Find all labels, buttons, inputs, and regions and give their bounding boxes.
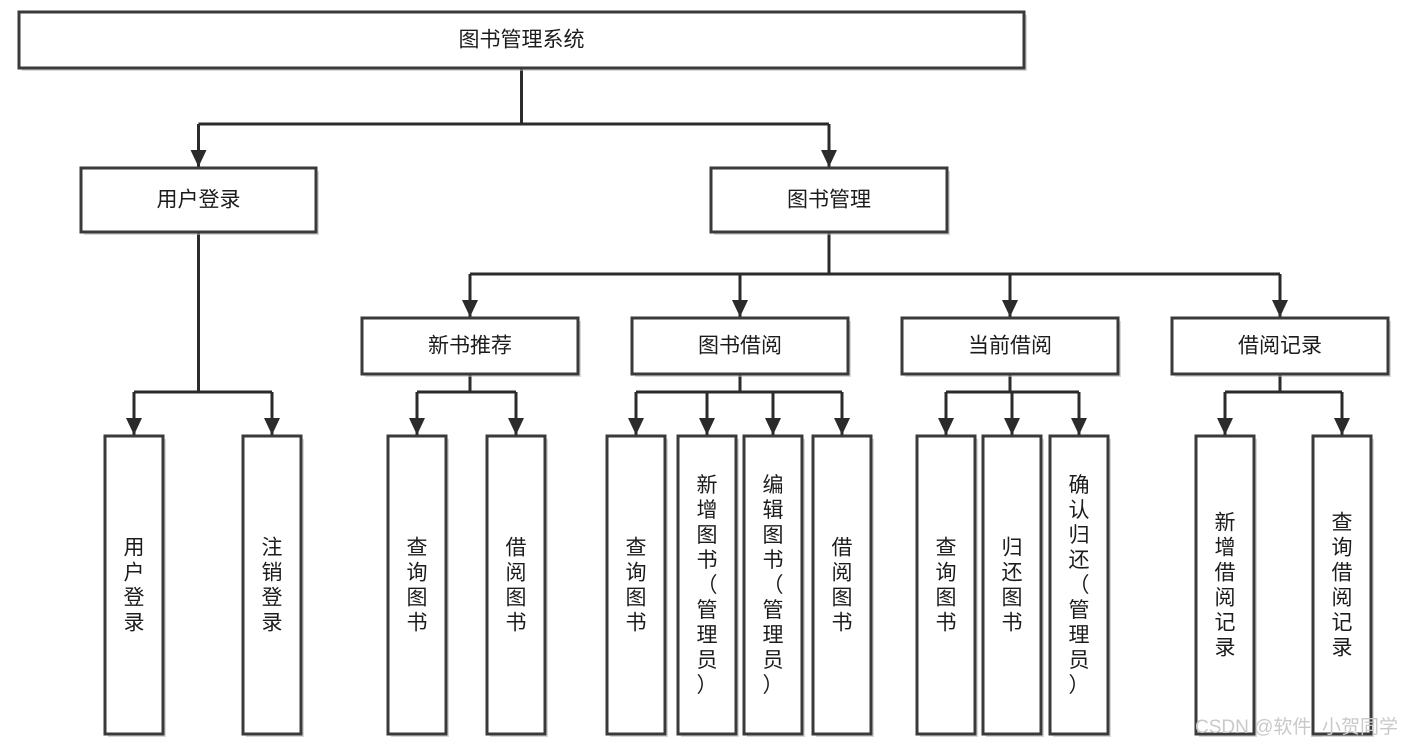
arrowhead-leaf-rec-query-book	[409, 418, 425, 435]
node-box	[360, 316, 580, 376]
node-label: 新增图书（管理员）	[697, 474, 718, 697]
arrowhead-leaf-br-add-record	[1217, 418, 1233, 435]
node-label: 编辑图书（管理员）	[763, 474, 784, 697]
node-layer: 图书管理系统用户登录图书管理新书推荐图书借阅当前借阅借阅记录用户登录注销登录查询…	[17, 10, 1391, 737]
node-label: 当前借阅	[968, 335, 1052, 358]
node-box	[981, 434, 1043, 736]
node-current-borrow[interactable]: 当前借阅	[900, 316, 1121, 377]
arrowhead-leaf-br-query-record	[1334, 418, 1350, 435]
node-label: 注销登录	[262, 537, 283, 635]
node-box	[1170, 316, 1390, 376]
node-leaf-cb-confirm-return[interactable]: 确认归还（管理员）	[1048, 434, 1111, 737]
node-label: 借阅图书	[506, 537, 527, 635]
node-leaf-rec-borrow-book[interactable]: 借阅图书	[485, 434, 548, 737]
arrowhead-current-borrow	[1002, 300, 1018, 317]
node-leaf-cb-query-book[interactable]: 查询图书	[915, 434, 978, 737]
node-leaf-bb-add-book[interactable]: 新增图书（管理员）	[676, 434, 739, 737]
arrowhead-leaf-bb-query-book	[628, 418, 644, 435]
node-box	[1194, 434, 1256, 736]
node-box	[17, 10, 1026, 70]
node-leaf-user-login[interactable]: 用户登录	[103, 434, 166, 737]
node-box	[811, 434, 873, 736]
arrowhead-leaf-rec-borrow-book	[508, 418, 524, 435]
node-box	[676, 434, 738, 736]
node-leaf-bb-query-book[interactable]: 查询图书	[605, 434, 668, 737]
node-box	[742, 434, 804, 736]
node-label: 查询借阅记录	[1332, 512, 1353, 660]
arrowhead-user-login	[190, 150, 207, 167]
node-label: 借阅图书	[832, 537, 853, 635]
node-box	[709, 166, 949, 234]
node-box	[485, 434, 547, 736]
node-user-login[interactable]: 用户登录	[79, 166, 319, 235]
node-book-borrow[interactable]: 图书借阅	[630, 316, 851, 377]
node-leaf-br-query-record[interactable]: 查询借阅记录	[1311, 434, 1374, 737]
node-leaf-br-add-record[interactable]: 新增借阅记录	[1194, 434, 1257, 737]
node-label: 新增借阅记录	[1215, 512, 1236, 660]
node-box	[605, 434, 667, 736]
arrowhead-leaf-user-logout	[264, 418, 280, 435]
node-label: 归还图书	[1002, 537, 1023, 635]
arrowhead-leaf-bb-edit-book	[765, 418, 781, 435]
connector-layer	[126, 68, 1350, 435]
arrowhead-leaf-cb-confirm-return	[1071, 418, 1087, 435]
node-new-book-rec[interactable]: 新书推荐	[360, 316, 581, 377]
node-label: 图书借阅	[698, 335, 782, 358]
node-label: 查询图书	[936, 537, 957, 635]
node-label: 图书管理系统	[459, 29, 585, 52]
node-borrow-record[interactable]: 借阅记录	[1170, 316, 1391, 377]
node-leaf-rec-query-book[interactable]: 查询图书	[386, 434, 449, 737]
node-leaf-user-logout[interactable]: 注销登录	[241, 434, 304, 737]
arrowhead-borrow-record	[1272, 300, 1288, 317]
node-leaf-bb-borrow-book[interactable]: 借阅图书	[811, 434, 874, 737]
arrowhead-leaf-bb-borrow-book	[834, 418, 850, 435]
node-box	[1311, 434, 1373, 736]
arrowhead-leaf-cb-return-book	[1004, 418, 1020, 435]
node-label: 图书管理	[787, 189, 871, 212]
watermark-label: CSDN @软件_小贺同学	[1195, 716, 1398, 738]
node-leaf-bb-edit-book[interactable]: 编辑图书（管理员）	[742, 434, 805, 737]
node-book-manage[interactable]: 图书管理	[709, 166, 950, 235]
node-label: 借阅记录	[1238, 335, 1322, 358]
node-leaf-cb-return-book[interactable]: 归还图书	[981, 434, 1044, 737]
arrowhead-leaf-cb-query-book	[938, 418, 954, 435]
node-box	[386, 434, 448, 736]
node-root[interactable]: 图书管理系统	[17, 10, 1027, 71]
arrowhead-new-book-rec	[462, 300, 478, 317]
node-label: 新书推荐	[428, 335, 512, 358]
node-label: 确认归还（管理员）	[1069, 474, 1090, 697]
node-box	[1048, 434, 1110, 736]
node-box	[241, 434, 303, 736]
arrowhead-book-manage	[821, 150, 837, 167]
node-label: 用户登录	[124, 537, 145, 635]
arrowhead-leaf-bb-add-book	[699, 418, 715, 435]
node-label: 用户登录	[157, 189, 241, 212]
node-box	[900, 316, 1120, 376]
arrowhead-leaf-user-login	[126, 418, 142, 435]
node-label: 查询图书	[626, 537, 647, 635]
node-box	[79, 166, 318, 234]
node-label: 查询图书	[407, 537, 428, 635]
node-box	[103, 434, 165, 736]
node-box	[630, 316, 850, 376]
arrowhead-book-borrow	[732, 300, 748, 317]
node-box	[915, 434, 977, 736]
